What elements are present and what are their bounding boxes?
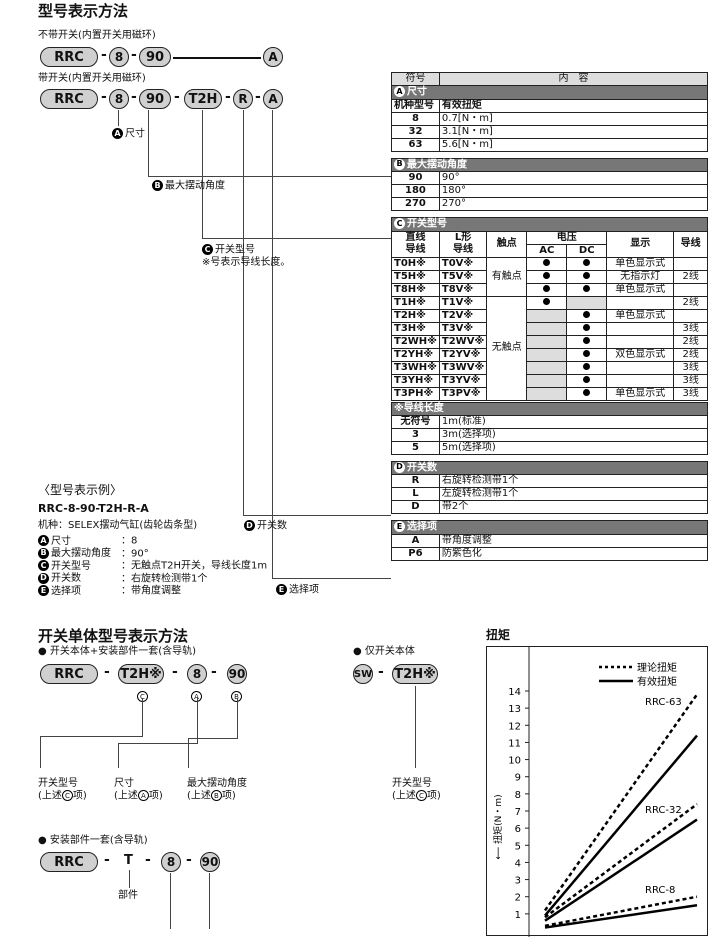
code-count: R: [233, 89, 253, 109]
single-title: 开关单体型号表示方法: [38, 627, 189, 645]
code-angle: 90: [200, 852, 220, 872]
series-label: RRC-8: [645, 885, 675, 896]
y-tick-label: 12: [508, 721, 521, 732]
code-angle: 90: [139, 89, 171, 109]
y-tick-label: 4: [515, 858, 521, 869]
code-switch: T2H※: [118, 664, 164, 684]
switch-row: T8H※T8V※单色显示式: [391, 282, 708, 297]
code-rrc: RRC: [40, 89, 98, 109]
code-switch: T2H※: [392, 664, 438, 684]
code-option: A: [263, 47, 283, 67]
y-tick-label: 7: [515, 807, 521, 818]
y-axis-label: ⟵ 扭矩(N・m): [492, 794, 504, 859]
series-line-rrc-8: [544, 895, 698, 928]
y-tick-label: 13: [508, 704, 521, 715]
series-label: RRC-63: [645, 697, 682, 708]
y-tick-label: 2: [515, 893, 521, 904]
y-tick-label: 14: [508, 687, 521, 698]
series-line-rrc-32: [544, 803, 698, 919]
series-line-rrc-63: [544, 734, 698, 917]
body-kit-label: ● 开关本体+安装部件一套(含导轨): [38, 646, 197, 657]
body-only-label: ● 仅开关本体: [353, 646, 415, 657]
legend-effective-label: 有效扭矩: [637, 675, 677, 688]
example-model: RRC-8-90-T2H-R-A: [38, 502, 149, 515]
code-size: 8: [109, 47, 129, 67]
code-angle: 90: [139, 47, 171, 67]
code-rrc: RRC: [40, 47, 98, 67]
code-rrc: RRC: [40, 852, 98, 872]
with-switch-label: 带开关(内置开关用磁环): [38, 73, 146, 84]
switch-row: T2WH※T2WV※2线: [391, 334, 708, 349]
code-size: 8: [161, 852, 181, 872]
y-tick-label: 3: [515, 876, 521, 887]
series-line-rrc-63: [543, 693, 699, 912]
page-title: 型号表示方法: [38, 2, 129, 20]
series-label: RRC-32: [645, 805, 682, 816]
series-line-rrc-8: [544, 904, 698, 929]
kit-label: ● 安装部件一套(含导轨): [38, 835, 148, 846]
code-angle: 90: [227, 664, 247, 684]
code-size: 8: [187, 664, 207, 684]
switch-row: T3WH※T3WV※3线: [391, 360, 708, 375]
kit-part-label: 部件: [118, 890, 138, 901]
series-line-rrc-32: [544, 818, 698, 922]
code-sw: SW: [353, 664, 373, 684]
legend-theory-label: 理论扭矩: [637, 661, 677, 674]
code-switch: T2H: [184, 89, 222, 109]
chart-title: 扭矩: [486, 628, 511, 642]
no-switch-label: 不带开关(内置开关用磁环): [38, 30, 156, 41]
y-tick-label: 10: [508, 756, 521, 767]
code-option: A: [263, 89, 283, 109]
example-title: 〈型号表示例〉: [38, 483, 123, 497]
switch-row: T0H※T0V※有触点单色显示式: [391, 256, 708, 297]
switch-row: T2H※T2V※单色显示式: [391, 308, 708, 323]
code-rrc: RRC: [40, 664, 98, 684]
code-t: T: [124, 853, 133, 868]
y-tick-label: 9: [515, 773, 521, 784]
y-tick-label: 8: [515, 790, 521, 801]
switch-row: T3H※T3V※3线: [391, 321, 708, 336]
example-machine: 机种：SELEX摆动气缸(齿轮齿条型): [38, 520, 198, 531]
y-tick-label: 11: [508, 738, 521, 749]
y-tick-label: 1: [515, 910, 521, 921]
switch-row: T3YH※T3YV※3线: [391, 373, 708, 388]
code-size: 8: [109, 89, 129, 109]
y-tick-label: 5: [515, 841, 521, 852]
y-tick-label: 6: [515, 824, 521, 835]
